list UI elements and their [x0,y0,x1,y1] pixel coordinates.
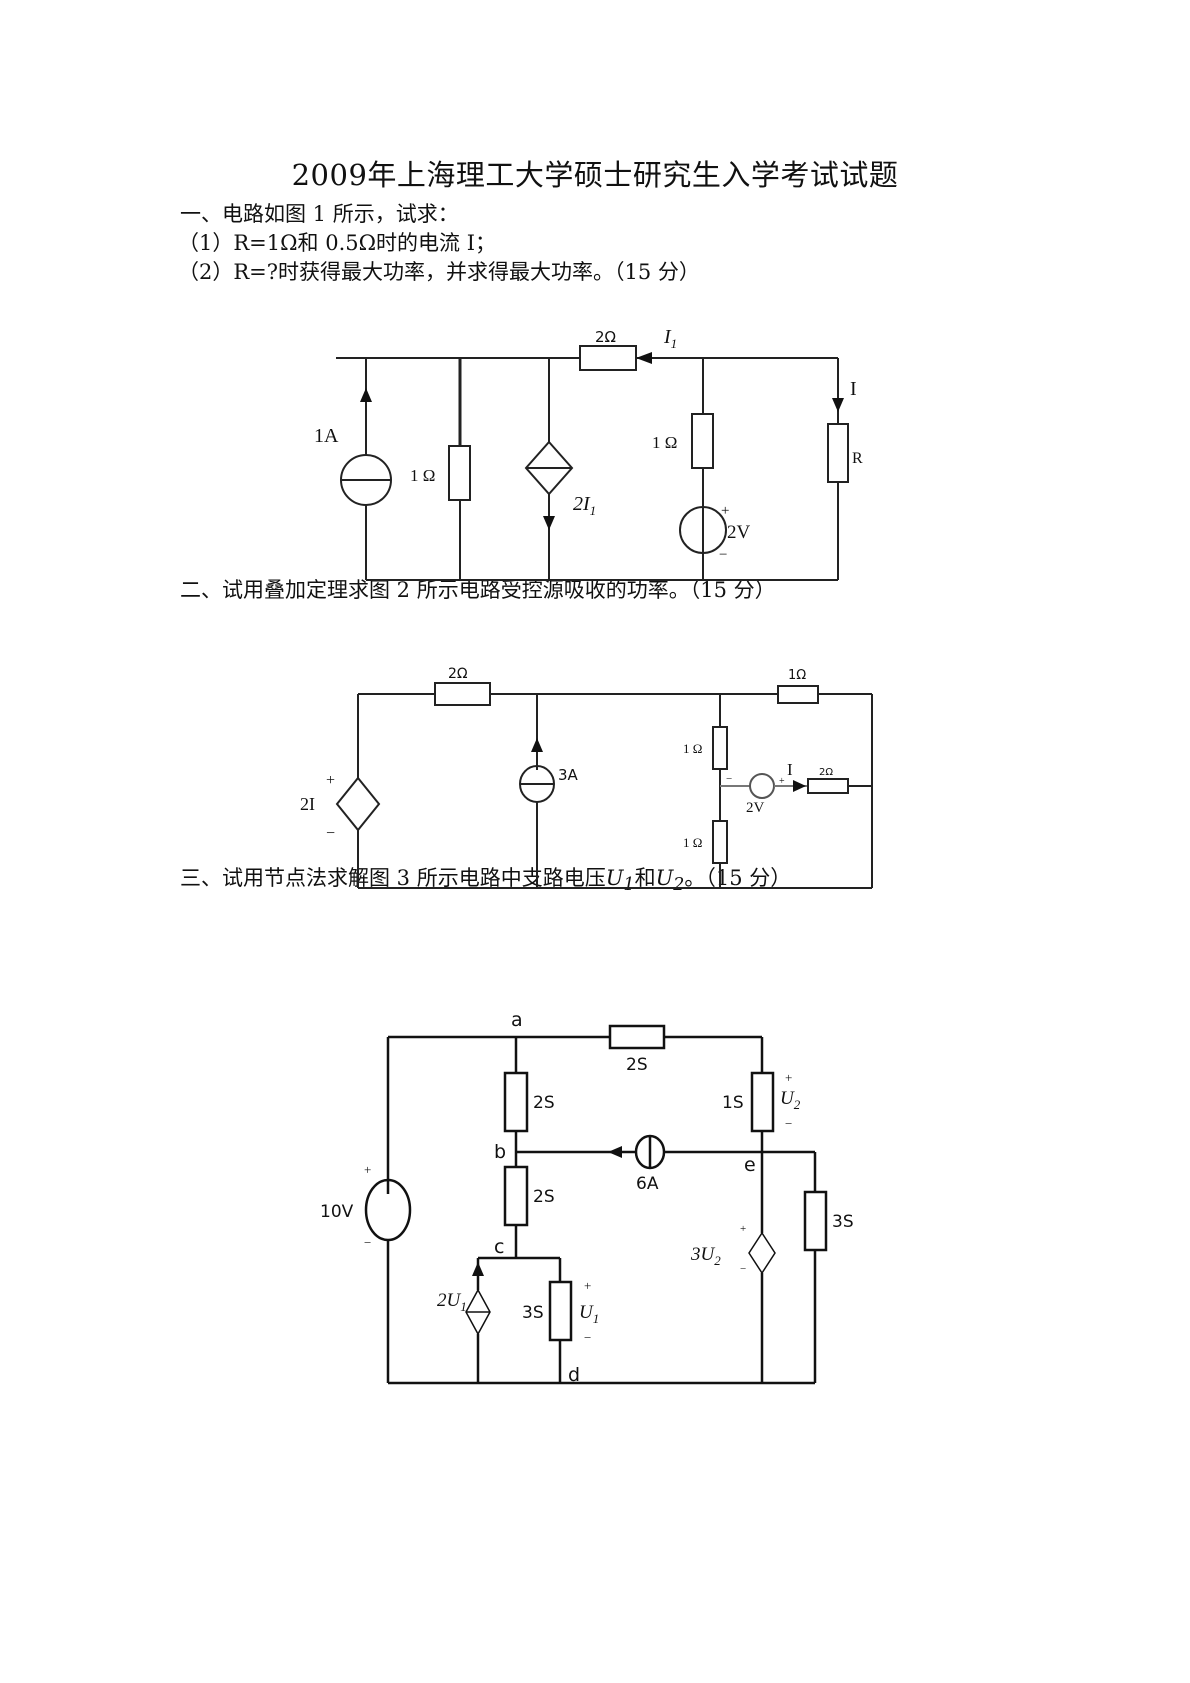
label-plus: + [364,1162,371,1177]
label-2v: 2V [727,522,751,543]
label-u2: U2 [780,1088,801,1112]
node-e: e [744,1154,756,1176]
voltage-source-10v [364,1178,412,1242]
label-3s-right: 3S [832,1212,854,1232]
label-6a: 6A [636,1174,659,1194]
question-1-part-2: （2）R=?时获得最大功率，并求得最大功率。（15 分） [178,260,700,284]
current-source-6a [634,1134,666,1170]
label-2s-top: 2S [626,1055,648,1075]
resistor-2ohm-top [579,345,637,371]
label-current-i: I [850,378,857,400]
arrow-down-icon [543,516,555,530]
label-plus: + [584,1278,591,1293]
label-2s-ab: 2S [533,1093,555,1113]
and-text: 和 [634,866,656,890]
label-2ohm-branch: 2Ω [819,767,833,778]
label-minus: − [726,773,732,785]
label-2s-bc: 2S [533,1187,555,1207]
dependent-current-source-2u1 [465,1288,491,1336]
resistor-1ohm-lower [712,820,728,864]
label-3a: 3A [558,766,579,784]
label-1s: 1S [722,1093,744,1113]
question-1-heading: 一、电路如图 1 所示，试求： [180,202,459,226]
question-2-heading: 二、试用叠加定理求图 2 所示电路受控源吸收的功率。（15 分） [180,578,776,602]
question-3-heading-post: 。（15 分） [684,866,792,890]
dependent-current-source-2i1 [524,440,574,496]
arrow-up-icon [360,388,372,402]
label-minus: − [785,1116,792,1131]
label-2i: 2I [300,794,315,814]
dependent-voltage-source-2i [335,776,381,832]
label-minus: − [326,825,335,842]
label-minus: − [719,547,727,563]
label-current-i: I [787,760,793,779]
label-1ohm-lower: 1 Ω [683,835,702,850]
conductance-2s-ab [503,1071,529,1133]
label-10v: 10V [320,1202,354,1222]
arrow-up-icon [531,738,543,752]
u2-subscript: 2 [673,875,685,896]
arrow-right-icon [793,780,806,792]
label-minus: − [740,1263,746,1275]
question-3-heading: 三、试用节点法求解图 3 所示电路中支路电压U1和U2。（15 分） [180,862,791,895]
label-i1: I1 [663,326,677,351]
question-1-part-1: （1）R=1Ω和 0.5Ω时的电流 I； [178,231,496,255]
arrow-down-icon [832,398,844,412]
label-u1: U1 [579,1302,599,1326]
node-d: d [568,1364,580,1386]
voltage-source-2v [749,773,775,799]
u1-subscript: 1 [623,875,635,896]
arrow-left-icon [608,1146,622,1158]
label-plus: + [779,776,785,787]
question-3-heading-pre: 三、试用节点法求解图 3 所示电路中支路电压 [180,866,606,890]
resistor-2ohm-top [434,682,491,706]
label-minus: − [584,1330,591,1345]
label-2u1: 2U1 [437,1290,467,1314]
current-source-3a [519,765,555,803]
label-1ohm: 1Ω [788,668,806,683]
label-plus: + [721,503,729,519]
label-3s-cd: 3S [522,1303,544,1323]
u2-letter: U [655,866,674,890]
label-2ohm: 2Ω [448,666,468,682]
conductance-1s [750,1071,775,1133]
resistor-1ohm-mid [691,413,714,469]
conductance-2s-bc [503,1165,529,1227]
conductance-2s-top [608,1024,666,1050]
u1-symbol: U1 [605,866,635,895]
label-1a: 1A [314,425,339,447]
node-c: c [494,1236,504,1258]
label-minus: − [364,1235,371,1250]
resistor-2ohm-branch [807,778,849,794]
exam-title: 2009年上海理工大学硕士研究生入学考试试题 [291,158,899,192]
conductance-3s-right [803,1190,828,1252]
label-plus: + [785,1070,792,1085]
dependent-voltage-source-3u2 [748,1231,776,1275]
u2-symbol: U2 [655,866,685,895]
node-a: a [511,1009,523,1031]
arrow-up-icon [472,1262,484,1276]
conductance-3s-cd [548,1280,573,1342]
resistor-1ohm-upper [712,726,728,770]
label-2ohm: 2Ω [595,328,616,346]
label-3u2: 3U2 [690,1244,721,1268]
current-source-1a [340,454,392,506]
label-1ohm-upper: 1 Ω [683,741,702,756]
label-1ohm-left: 1 Ω [410,466,435,485]
resistor-1ohm-left [448,445,471,501]
label-1ohm-mid: 1 Ω [652,433,677,452]
voltage-source-2v [679,506,727,554]
label-2v: 2V [746,800,765,816]
label-plus: + [326,772,335,789]
label-2i1: 2I1 [573,493,596,518]
label-r: R [852,450,863,467]
arrow-left-icon [636,352,652,364]
resistor-load-r [827,423,849,483]
label-plus: + [740,1223,746,1235]
resistor-1ohm-top [777,685,819,704]
node-b: b [494,1141,506,1163]
u1-letter: U [605,866,624,890]
